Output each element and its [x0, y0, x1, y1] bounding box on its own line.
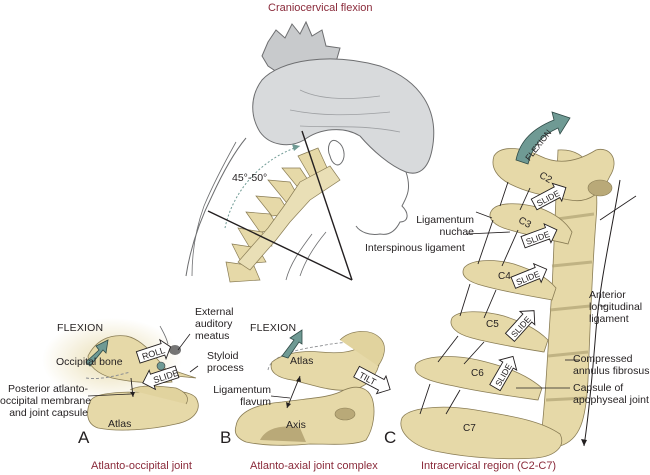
- vertebra-c5: [450, 311, 549, 353]
- flexion-arrow-c: [515, 111, 571, 165]
- angle-line-2: [207, 210, 353, 281]
- head-illustration: [185, 20, 435, 283]
- ligamentum-flavum-label: Ligamentum flavum: [213, 384, 271, 408]
- panel-letter-a: A: [78, 428, 90, 447]
- panel-a-illustration: ROLL SLIDE: [42, 318, 199, 431]
- vertebra-c7: [400, 406, 562, 460]
- axis-label: Axis: [286, 419, 306, 431]
- ligamentum-nuchae-label: Ligamentum nuchae: [416, 214, 474, 238]
- ear: [327, 140, 345, 166]
- flexion-label-a: FLEXION: [57, 322, 104, 334]
- capsule-apophyseal-label: Capsule of apophyseal joint: [573, 382, 649, 406]
- interspinous-ligament-label: Interspinous ligament: [365, 242, 465, 254]
- label-c4: C4: [498, 271, 511, 282]
- panel-b-illustration: TILT: [234, 329, 391, 446]
- panel-c-illustration: FLEXION SLIDE SLIDE SLIDE SLIDE SLIDE: [400, 111, 637, 460]
- hair: [252, 58, 435, 174]
- flexion-arrow-b: [281, 329, 303, 359]
- flexion-arrow-a: [85, 339, 109, 367]
- external-auditory-meatus-label: External auditory meatus: [195, 306, 234, 342]
- compressed-annulus-label: Compressed annulus fibrosus: [573, 353, 650, 377]
- styloid-process-label: Styloid process: [207, 350, 244, 374]
- figure-title: Craniocervical flexion: [268, 2, 373, 14]
- occipital-bone-label: Occipital bone: [56, 356, 123, 368]
- ligament-arrows: [419, 181, 531, 415]
- panel-letter-c: C: [384, 428, 397, 447]
- angle-line-1: [301, 130, 353, 281]
- label-c6: C6: [471, 368, 484, 379]
- flexion-label-b: FLEXION: [250, 322, 297, 334]
- caption-c: Intracervical region (C2-C7): [421, 460, 557, 472]
- face-outline: [355, 171, 409, 235]
- neck-outline: [185, 137, 247, 277]
- angle-label: 45°-50°: [232, 172, 268, 184]
- posterior-membrane-label: Posterior atlanto- occipital membrane an…: [0, 383, 92, 419]
- atlas-label-a: Atlas: [108, 418, 132, 430]
- caption-a: Atlanto-occipital joint: [91, 460, 192, 472]
- atlas-label-b: Atlas: [290, 355, 314, 367]
- label-c5: C5: [486, 319, 499, 330]
- vertebra-c4: [462, 260, 557, 301]
- panel-letter-b: B: [220, 428, 232, 447]
- label-c7: C7: [463, 423, 476, 434]
- anterior-longitudinal-ligament-label: Anterior longitudinal ligament: [589, 289, 643, 325]
- vertebra-c6: [414, 356, 543, 401]
- caption-b: Atlanto-axial joint complex: [250, 460, 378, 472]
- vertebral-column: [539, 149, 598, 447]
- flexion-arc: [224, 145, 301, 229]
- cervical-spine-top: [225, 147, 341, 283]
- label-c3: C3: [516, 215, 533, 231]
